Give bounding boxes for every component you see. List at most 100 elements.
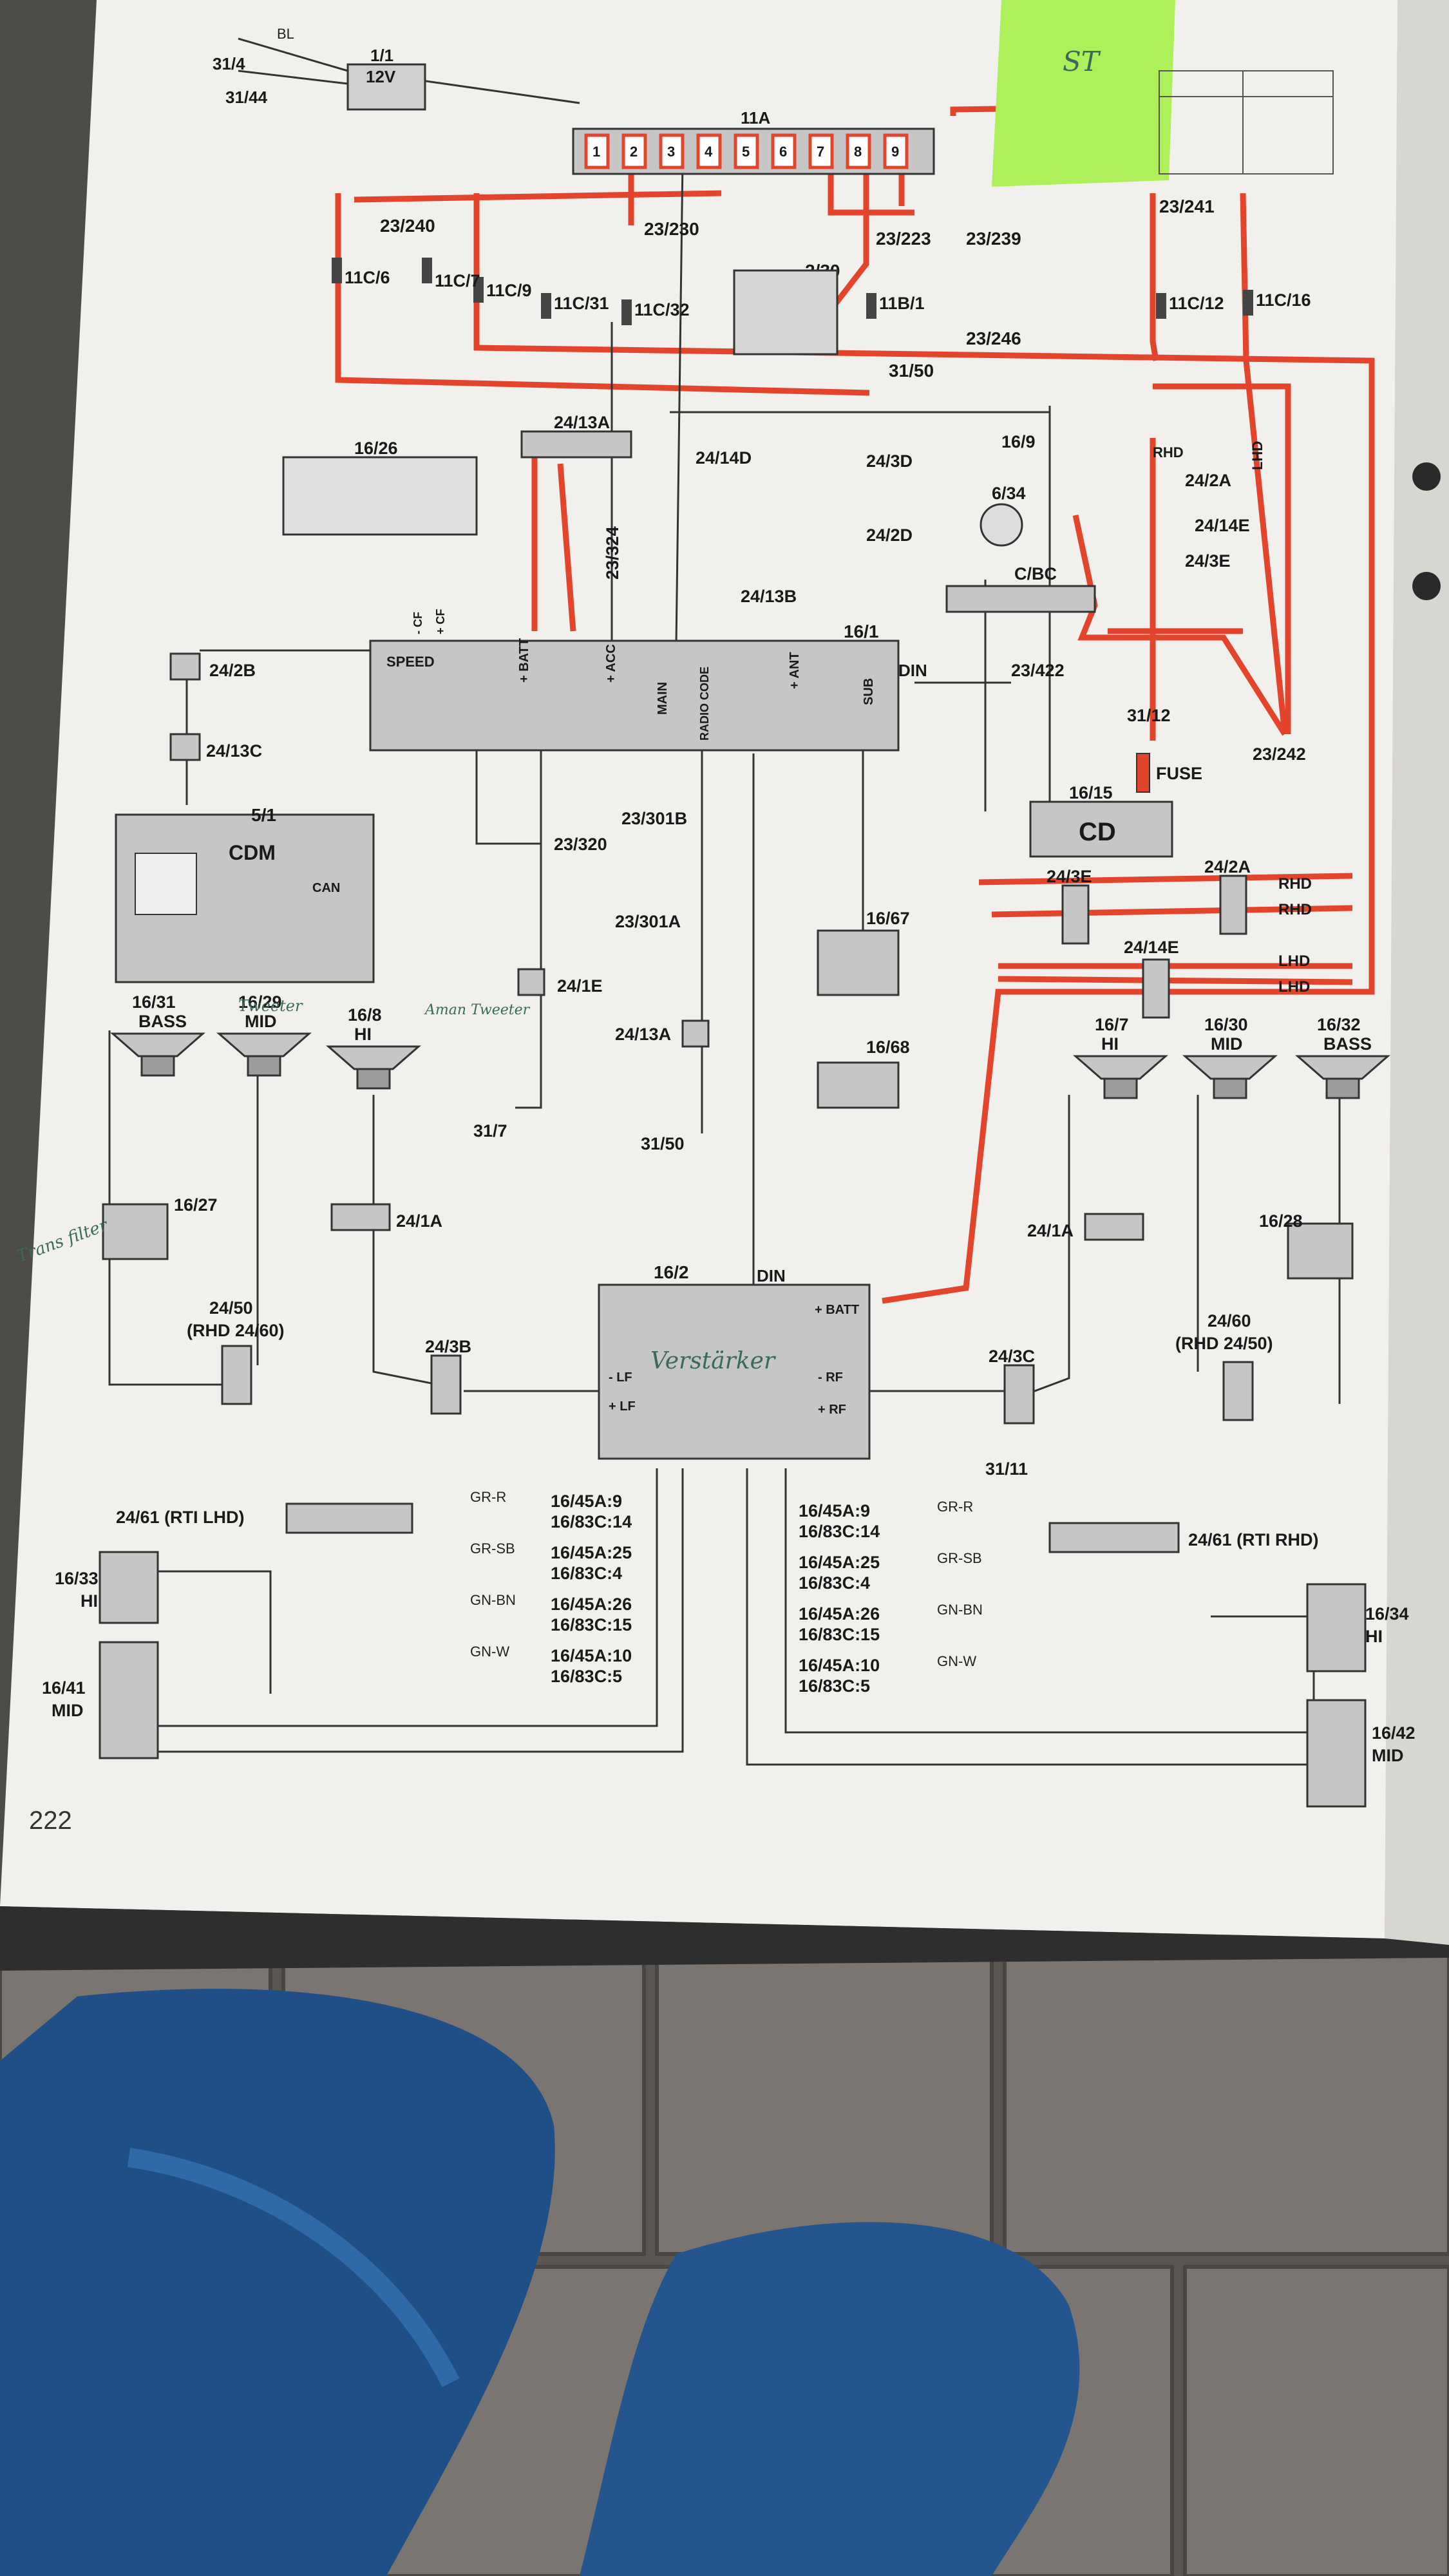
battery-1-1: 1/1 12V 31/4 31/44 BL: [213, 26, 426, 111]
handwritten-tweeter-2: Aman Tweeter: [424, 1002, 531, 1018]
label-lhd: LHD: [1249, 441, 1265, 470]
label-11c-31: 11C/31: [554, 294, 609, 313]
speaker-16-41: 16/41 MID: [42, 1641, 159, 1759]
antenna-16-68: [817, 1061, 900, 1109]
connector-24-3e-b: [1061, 884, 1090, 945]
speaker-type: BASS: [138, 1012, 187, 1031]
label-c-bc: C/BC: [1014, 564, 1057, 583]
speaker-id: 16/29: [238, 992, 282, 1012]
label-31-7: 31/7: [473, 1121, 507, 1141]
speaker-16-34: 16/34 HI: [1306, 1583, 1409, 1672]
label-24-3e-b: 24/3E: [1046, 867, 1092, 886]
label-23-239: 23/239: [966, 229, 1021, 249]
fuse-label: 9: [891, 144, 899, 160]
label-acc: + ACC: [604, 644, 618, 683]
label-24-2b: 24/2B: [209, 661, 256, 680]
label-ant: + ANT: [788, 652, 802, 689]
fuse-label: 4: [705, 144, 713, 160]
fuse-slot: [883, 133, 909, 169]
label-24-2a-b: 24/2A: [1204, 857, 1251, 876]
label-31-11: 31/11: [985, 1459, 1028, 1479]
rti-right-wire: GR-SB: [937, 1550, 982, 1566]
rti-right-ref: 16/45A:26: [799, 1604, 880, 1624]
fuse-slot: [659, 133, 685, 169]
right-leg: [580, 2222, 1080, 2576]
amplifier-16-2: 16/2 DIN Verstärker - LF + LF - RF + RF …: [598, 1262, 1028, 1479]
connector-24-2a-b: [1219, 875, 1247, 935]
label-24-13c: 24/13C: [206, 741, 262, 761]
label-24-13a-b: 24/13A: [615, 1025, 671, 1044]
connector-24-61-lhd: [285, 1502, 413, 1534]
label-24-14e: 24/14E: [1195, 516, 1250, 535]
label-speed: SPEED: [386, 654, 435, 670]
label-16-34-hi: HI: [1365, 1627, 1383, 1646]
relay-2-30: [733, 269, 838, 355]
connector-24-61-rhd: [1048, 1522, 1180, 1553]
sticky-note: ST: [992, 0, 1175, 187]
battery-voltage: 12V: [366, 67, 396, 86]
label-11c-7: 11C/7: [435, 271, 480, 290]
label-fuse: FUSE: [1156, 764, 1202, 783]
label-24-1e: 24/1E: [557, 976, 603, 996]
rti-right-ref2: 16/83C:5: [799, 1676, 870, 1696]
fuse-slot: [696, 133, 722, 169]
rti-left-ref2: 16/83C:15: [551, 1615, 632, 1634]
label-23-301a: 23/301A: [615, 912, 681, 931]
handwritten-filter: Trans filter: [14, 1215, 111, 1266]
speaker-id: 16/8: [348, 1005, 382, 1025]
label-16-42: 16/42: [1372, 1723, 1416, 1743]
connector-c-bc: [945, 585, 1096, 613]
rti-right-wire: GN-BN: [937, 1602, 983, 1618]
speaker-16-42: 16/42 MID: [1306, 1699, 1416, 1808]
connector-24-14e-b: [1142, 958, 1170, 1019]
fuse-slot: [584, 133, 610, 169]
fuse-label: 3: [667, 144, 675, 160]
label-rhd-2: RHD: [1278, 875, 1312, 893]
crossover-16-28: [1287, 1222, 1354, 1280]
speaker-16-26: 16/26: [282, 439, 478, 536]
fuse-slot: [734, 133, 759, 169]
label-16-33: 16/33: [55, 1569, 99, 1588]
label-31-50-b: 31/50: [641, 1134, 685, 1153]
handwritten-amp: Verstärker: [650, 1348, 776, 1374]
cdm-module-5-1: 5/1 CDM CAN: [115, 805, 375, 983]
connector-24-13a: [520, 430, 632, 459]
rti-left-ref2: 16/83C:4: [551, 1564, 622, 1583]
label-24-3b: 24/3B: [425, 1337, 471, 1356]
label-23-324: 23/324: [603, 526, 622, 580]
fuse-label: 2: [630, 144, 638, 160]
label-11c-32: 11C/32: [634, 300, 690, 319]
terminal-table: [1159, 70, 1334, 175]
amp-pin-lf-minus: - LF: [609, 1370, 632, 1385]
connector-24-60: [1222, 1361, 1254, 1421]
speaker-type: HI: [1101, 1034, 1119, 1054]
label-16-67: 16/67: [866, 909, 910, 928]
label-24-3c: 24/3C: [989, 1347, 1035, 1366]
label-16-41-mid: MID: [52, 1701, 84, 1720]
page-shadow: [0, 1906, 1449, 1971]
rti-right-ref: 16/45A:25: [799, 1553, 880, 1572]
speaker-id: 16/31: [132, 992, 176, 1012]
amp-pin-batt: + BATT: [815, 1303, 859, 1317]
fuse-icon: [1136, 753, 1150, 793]
speaker-type: MID: [245, 1012, 277, 1031]
label-rhd-3: RHD: [1278, 901, 1312, 918]
ground-31-44: 31/44: [225, 88, 268, 107]
handwritten-tweeter: Tweeter: [238, 997, 303, 1015]
rti-left-ref: 16/45A:9: [551, 1492, 622, 1511]
radio-head-unit-16-1: 16/1 SPEED + BATT + ACC MAIN RADIO CODE …: [369, 609, 927, 752]
label-cf-plus: + CF: [434, 609, 447, 634]
label-16-28: 16/28: [1259, 1211, 1303, 1231]
label-24-60-sub: (RHD 24/50): [1175, 1334, 1273, 1353]
label-11b-1: 11B/1: [879, 294, 925, 313]
label-23-223: 23/223: [876, 229, 931, 249]
label-23-246: 23/246: [966, 328, 1021, 348]
rti-right-ref: 16/45A:9: [799, 1501, 870, 1520]
